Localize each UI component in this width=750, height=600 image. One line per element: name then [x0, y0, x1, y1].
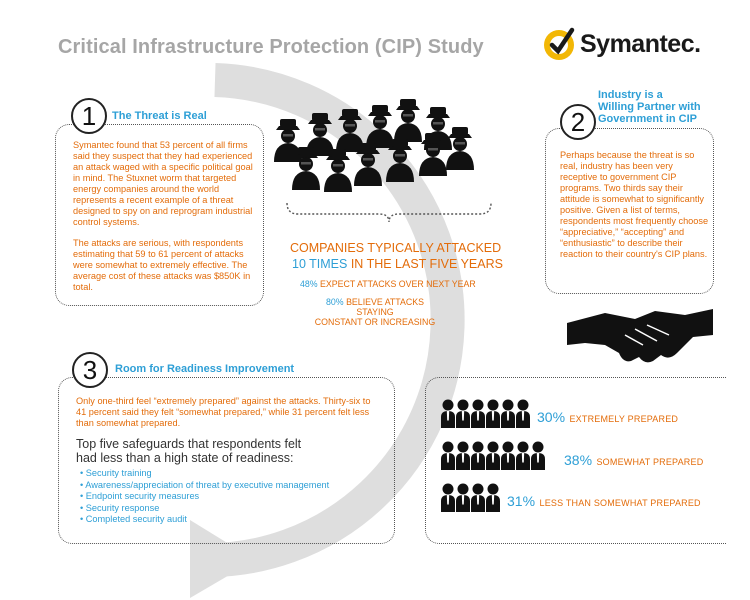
person-icon — [441, 399, 455, 428]
person-icon — [456, 441, 470, 470]
list-item: Awareness/appreciation of threat by exec… — [80, 480, 329, 492]
person-icon — [531, 441, 545, 470]
section2-heading-line1: Industry is a — [598, 89, 663, 101]
people-row-extremely — [441, 399, 530, 428]
readiness-pct-2: 38% — [564, 452, 593, 468]
center-headline-1: COMPANIES TYPICALLY ATTACKED — [290, 241, 502, 255]
stat1-pct: 48% — [300, 279, 318, 289]
attack-period-text: IN THE LAST FIVE YEARS — [347, 257, 503, 271]
person-icon — [471, 399, 485, 428]
person-icon — [441, 483, 455, 512]
section2-body: Perhaps because the threat is so real, i… — [560, 150, 709, 259]
readiness-stat-3: 31% LESS THAN SOMEWHAT PREPARED — [507, 493, 701, 511]
person-icon — [456, 399, 470, 428]
person-icon — [501, 399, 515, 428]
person-icon — [516, 441, 530, 470]
stat2-text-b: CONSTANT OR INCREASING — [314, 317, 436, 327]
person-icon — [471, 441, 485, 470]
readiness-stat-1: 30% EXTREMELY PREPARED — [537, 409, 678, 427]
person-icon — [501, 441, 515, 470]
readiness-pct-1: 30% — [537, 409, 566, 425]
section2-heading: Industry is a Willing Partner with Gover… — [598, 89, 708, 125]
section3-number: 3 — [72, 352, 108, 388]
list-item: Endpoint security measures — [80, 491, 329, 503]
section1-number: 1 — [71, 98, 107, 134]
section2-box — [545, 128, 714, 294]
readiness-label-1: EXTREMELY PREPARED — [569, 414, 679, 424]
readiness-label-2: SOMEWHAT PREPARED — [596, 457, 704, 467]
person-icon — [441, 441, 455, 470]
stat1-text: EXPECT ATTACKS OVER NEXT YEAR — [317, 279, 476, 289]
person-icon — [486, 483, 500, 512]
center-stat-2: 80% BELIEVE ATTACKS STAYING CONSTANT OR … — [310, 297, 440, 327]
hacker-group-illustration — [274, 99, 474, 192]
center-headline-2: 10 TIMES IN THE LAST FIVE YEARS — [292, 257, 503, 271]
person-icon — [486, 441, 500, 470]
brand-logo-text: Symantec. — [580, 30, 701, 58]
check-circle-logo-icon — [544, 27, 575, 60]
list-item: Security response — [80, 503, 329, 515]
people-row-less — [441, 483, 500, 512]
readiness-label-3: LESS THAN SOMEWHAT PREPARED — [539, 498, 701, 508]
section3-subhead: Top five safeguards that respondents fel… — [76, 437, 376, 465]
section2-number: 2 — [560, 104, 596, 140]
section2-heading-line2: Willing Partner with — [598, 101, 701, 113]
section2-heading-line3: Government in CIP — [598, 113, 698, 125]
readiness-box — [425, 377, 726, 544]
stat2-pct: 80% — [326, 297, 344, 307]
section3-subhead-line2: had less than a high state of readiness: — [76, 451, 294, 465]
safeguards-list: Security training Awareness/appreciation… — [80, 468, 329, 526]
person-icon — [516, 399, 530, 428]
center-stat-1: 48% EXPECT ATTACKS OVER NEXT YEAR — [300, 279, 476, 289]
readiness-stat-2: 38% SOMEWHAT PREPARED — [564, 452, 703, 470]
person-icon — [471, 483, 485, 512]
person-icon — [456, 483, 470, 512]
stat2-text-a: BELIEVE ATTACKS STAYING — [343, 297, 424, 317]
page-title: Critical Infrastructure Protection (CIP)… — [58, 36, 484, 58]
section1-paragraph1: Symantec found that 53 percent of all fi… — [73, 140, 253, 227]
section3-box — [58, 377, 395, 544]
attack-count-highlight: 10 TIMES — [292, 257, 348, 271]
section3-intro: Only one-third feel “extremely prepared”… — [76, 396, 371, 428]
section3-subhead-line1: Top five safeguards that respondents fel… — [76, 437, 302, 451]
readiness-pct-3: 31% — [507, 493, 536, 509]
section1-heading: The Threat is Real — [112, 110, 207, 122]
section1-paragraph2: The attacks are serious, with respondent… — [73, 238, 251, 292]
section3-heading: Room for Readiness Improvement — [115, 363, 295, 375]
brace-divider — [286, 202, 492, 223]
handshake-icon — [567, 309, 713, 363]
list-item: Security training — [80, 468, 329, 480]
section1-box — [55, 124, 264, 306]
list-item: Completed security audit — [80, 514, 329, 526]
person-icon — [486, 399, 500, 428]
people-row-somewhat — [441, 441, 545, 470]
